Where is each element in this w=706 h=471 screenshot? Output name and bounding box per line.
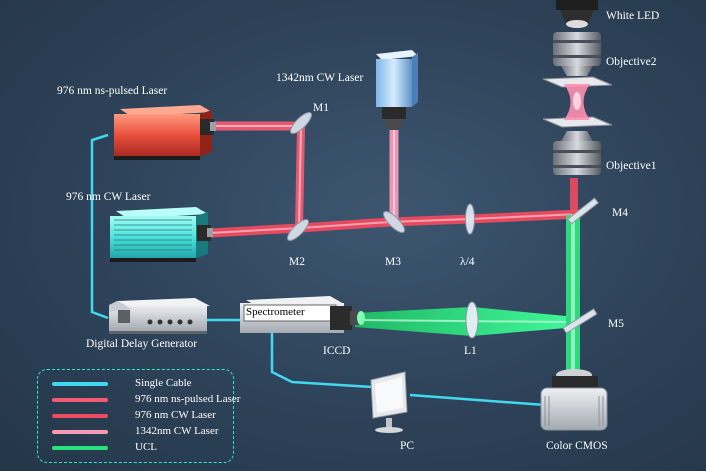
label-cw-laser: 976 nm CW Laser <box>66 191 151 203</box>
label-iccd: ICCD <box>323 345 351 357</box>
label-m3: M3 <box>385 256 401 268</box>
legend-item: 976 nm CW Laser <box>38 409 233 423</box>
label-m2: M2 <box>289 256 305 268</box>
cw-laser-976 <box>110 207 213 262</box>
laser-1342 <box>376 50 418 129</box>
label-color-cmos: Color CMOS <box>546 440 608 452</box>
white-led <box>556 0 598 28</box>
legend: Single Cable 976 nm ns-pulsed Laser 976 … <box>37 369 240 463</box>
legend-item: UCL <box>38 441 233 455</box>
label-l1: L1 <box>464 345 477 357</box>
legend-label: Single Cable <box>135 377 192 389</box>
digital-delay-generator <box>109 298 210 334</box>
sample-stage <box>542 76 613 128</box>
label-delay-generator: Digital Delay Generator <box>86 338 198 350</box>
cable-spectrometer-to-pc <box>270 332 389 390</box>
legend-label: 1342nm CW Laser <box>135 425 219 437</box>
label-objective1: Objective1 <box>606 160 657 172</box>
pulsed-laser-976 <box>114 105 216 160</box>
lens-l1 <box>465 301 479 339</box>
label-pulsed-laser: 976 nm ns-pulsed Laser <box>57 85 168 97</box>
mirror-m3 <box>382 210 406 234</box>
legend-swatch <box>52 430 108 434</box>
label-pc: PC <box>400 440 415 452</box>
label-m1: M1 <box>313 102 329 114</box>
objective-1 <box>553 131 601 175</box>
label-white-led: White LED <box>606 10 660 22</box>
legend-label: 976 nm ns-pulsed Laser <box>135 393 241 405</box>
dichroic-m5 <box>562 308 598 334</box>
legend-swatch <box>52 446 108 450</box>
mirror-m2 <box>286 218 310 242</box>
legend-swatch <box>52 398 108 402</box>
legend-swatch <box>52 414 108 418</box>
label-spectrometer: Spectrometer <box>246 306 305 318</box>
label-m4: M4 <box>612 207 628 219</box>
label-1342nm-laser: 1342nm CW Laser <box>276 72 364 84</box>
legend-label: UCL <box>135 441 157 453</box>
legend-item: 976 nm ns-pulsed Laser <box>38 393 240 407</box>
pc <box>370 371 408 433</box>
spectrometer-iccd <box>240 296 365 333</box>
objective-2 <box>553 32 601 76</box>
mirror-m1 <box>289 111 313 135</box>
label-m5: M5 <box>608 318 624 330</box>
legend-swatch <box>52 382 108 386</box>
label-objective2: Objective2 <box>606 56 657 68</box>
label-lambda-quarter: λ/4 <box>460 256 475 268</box>
dichroic-m4 <box>567 197 599 225</box>
color-cmos <box>540 369 608 431</box>
legend-item: Single Cable <box>38 377 233 391</box>
cable-pc-to-cmos <box>409 393 546 407</box>
cable-pulsed-laser-to-delay <box>90 133 109 320</box>
legend-item: 1342nm CW Laser <box>38 425 233 439</box>
waveplate-lambda-4 <box>465 203 475 235</box>
legend-label: 976 nm CW Laser <box>135 409 216 421</box>
